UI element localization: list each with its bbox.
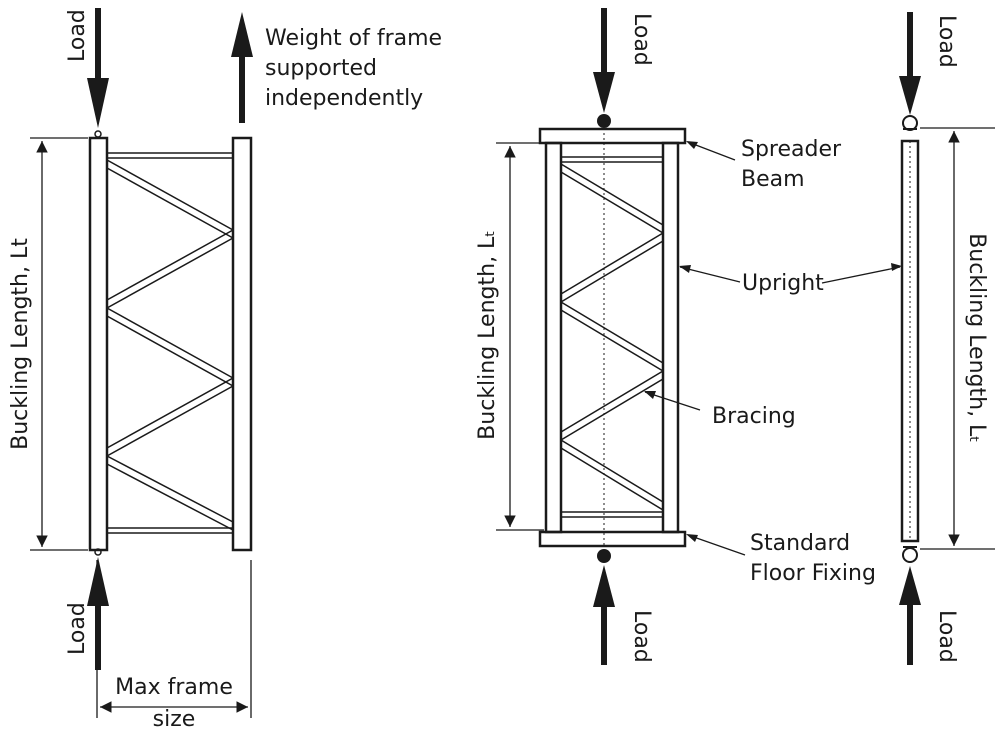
- upright-label: Upright: [742, 271, 824, 296]
- weight-label-line3: independently: [265, 86, 423, 111]
- spreader-label-line1: Spreader: [741, 137, 842, 162]
- middle-buckling-dimension: [496, 142, 544, 531]
- middle-bracing: [560, 156, 664, 518]
- middle-bottom-load-arrow: [593, 565, 615, 665]
- middle-upright-a: [544, 141, 563, 534]
- left-upright-a: [88, 136, 109, 552]
- right-top-load-arrow: [899, 12, 921, 115]
- middle-top-load-label: Load: [629, 13, 654, 66]
- middle-top-load-arrow: [593, 8, 615, 113]
- max-frame-dimension: [96, 560, 252, 718]
- middle-bottom-load-label: Load: [629, 610, 654, 663]
- floor-label-line2: Floor Fixing: [750, 561, 876, 586]
- middle-buckling-label: Buckling Length, Lₜ: [475, 230, 500, 440]
- left-frame: Load Weight of frame supported independe…: [8, 8, 442, 732]
- floor-label-line1: Standard: [750, 531, 850, 556]
- left-top-load-arrow: [87, 8, 109, 128]
- left-bracing: [106, 152, 234, 534]
- left-buckling-label: Buckling Length, Lt: [8, 238, 33, 450]
- weight-label-line2: supported: [265, 56, 377, 81]
- floor-fixing: [538, 530, 687, 548]
- middle-leaders: [644, 141, 746, 556]
- right-buckling-dimension: [920, 127, 995, 550]
- right-top-load-label: Load: [934, 15, 959, 68]
- right-bottom-load-label: Load: [934, 610, 959, 663]
- middle-frame: Load: [475, 8, 876, 665]
- left-bottom-load-label: Load: [65, 602, 90, 655]
- right-buckling-label: Buckling Length, Lₜ: [964, 233, 989, 443]
- max-frame-label-line2: size: [153, 707, 196, 732]
- right-bottom-load-arrow: [899, 566, 921, 665]
- left-bottom-load-arrow: [87, 557, 109, 670]
- max-frame-label-line1: Max frame: [115, 675, 233, 700]
- middle-upright-b: [661, 141, 680, 534]
- bracing-label: Bracing: [712, 404, 796, 429]
- weight-label-line1: Weight of frame: [265, 26, 442, 51]
- left-top-load-label: Load: [65, 9, 90, 62]
- weight-arrow: [231, 12, 253, 123]
- left-upright-b: [231, 136, 253, 552]
- spreader-label-line2: Beam: [741, 167, 805, 192]
- right-column: Load Load Buckling Length, Lₜ: [821, 12, 995, 665]
- spreader-beam: [538, 127, 687, 145]
- left-buckling-dimension: [30, 137, 88, 551]
